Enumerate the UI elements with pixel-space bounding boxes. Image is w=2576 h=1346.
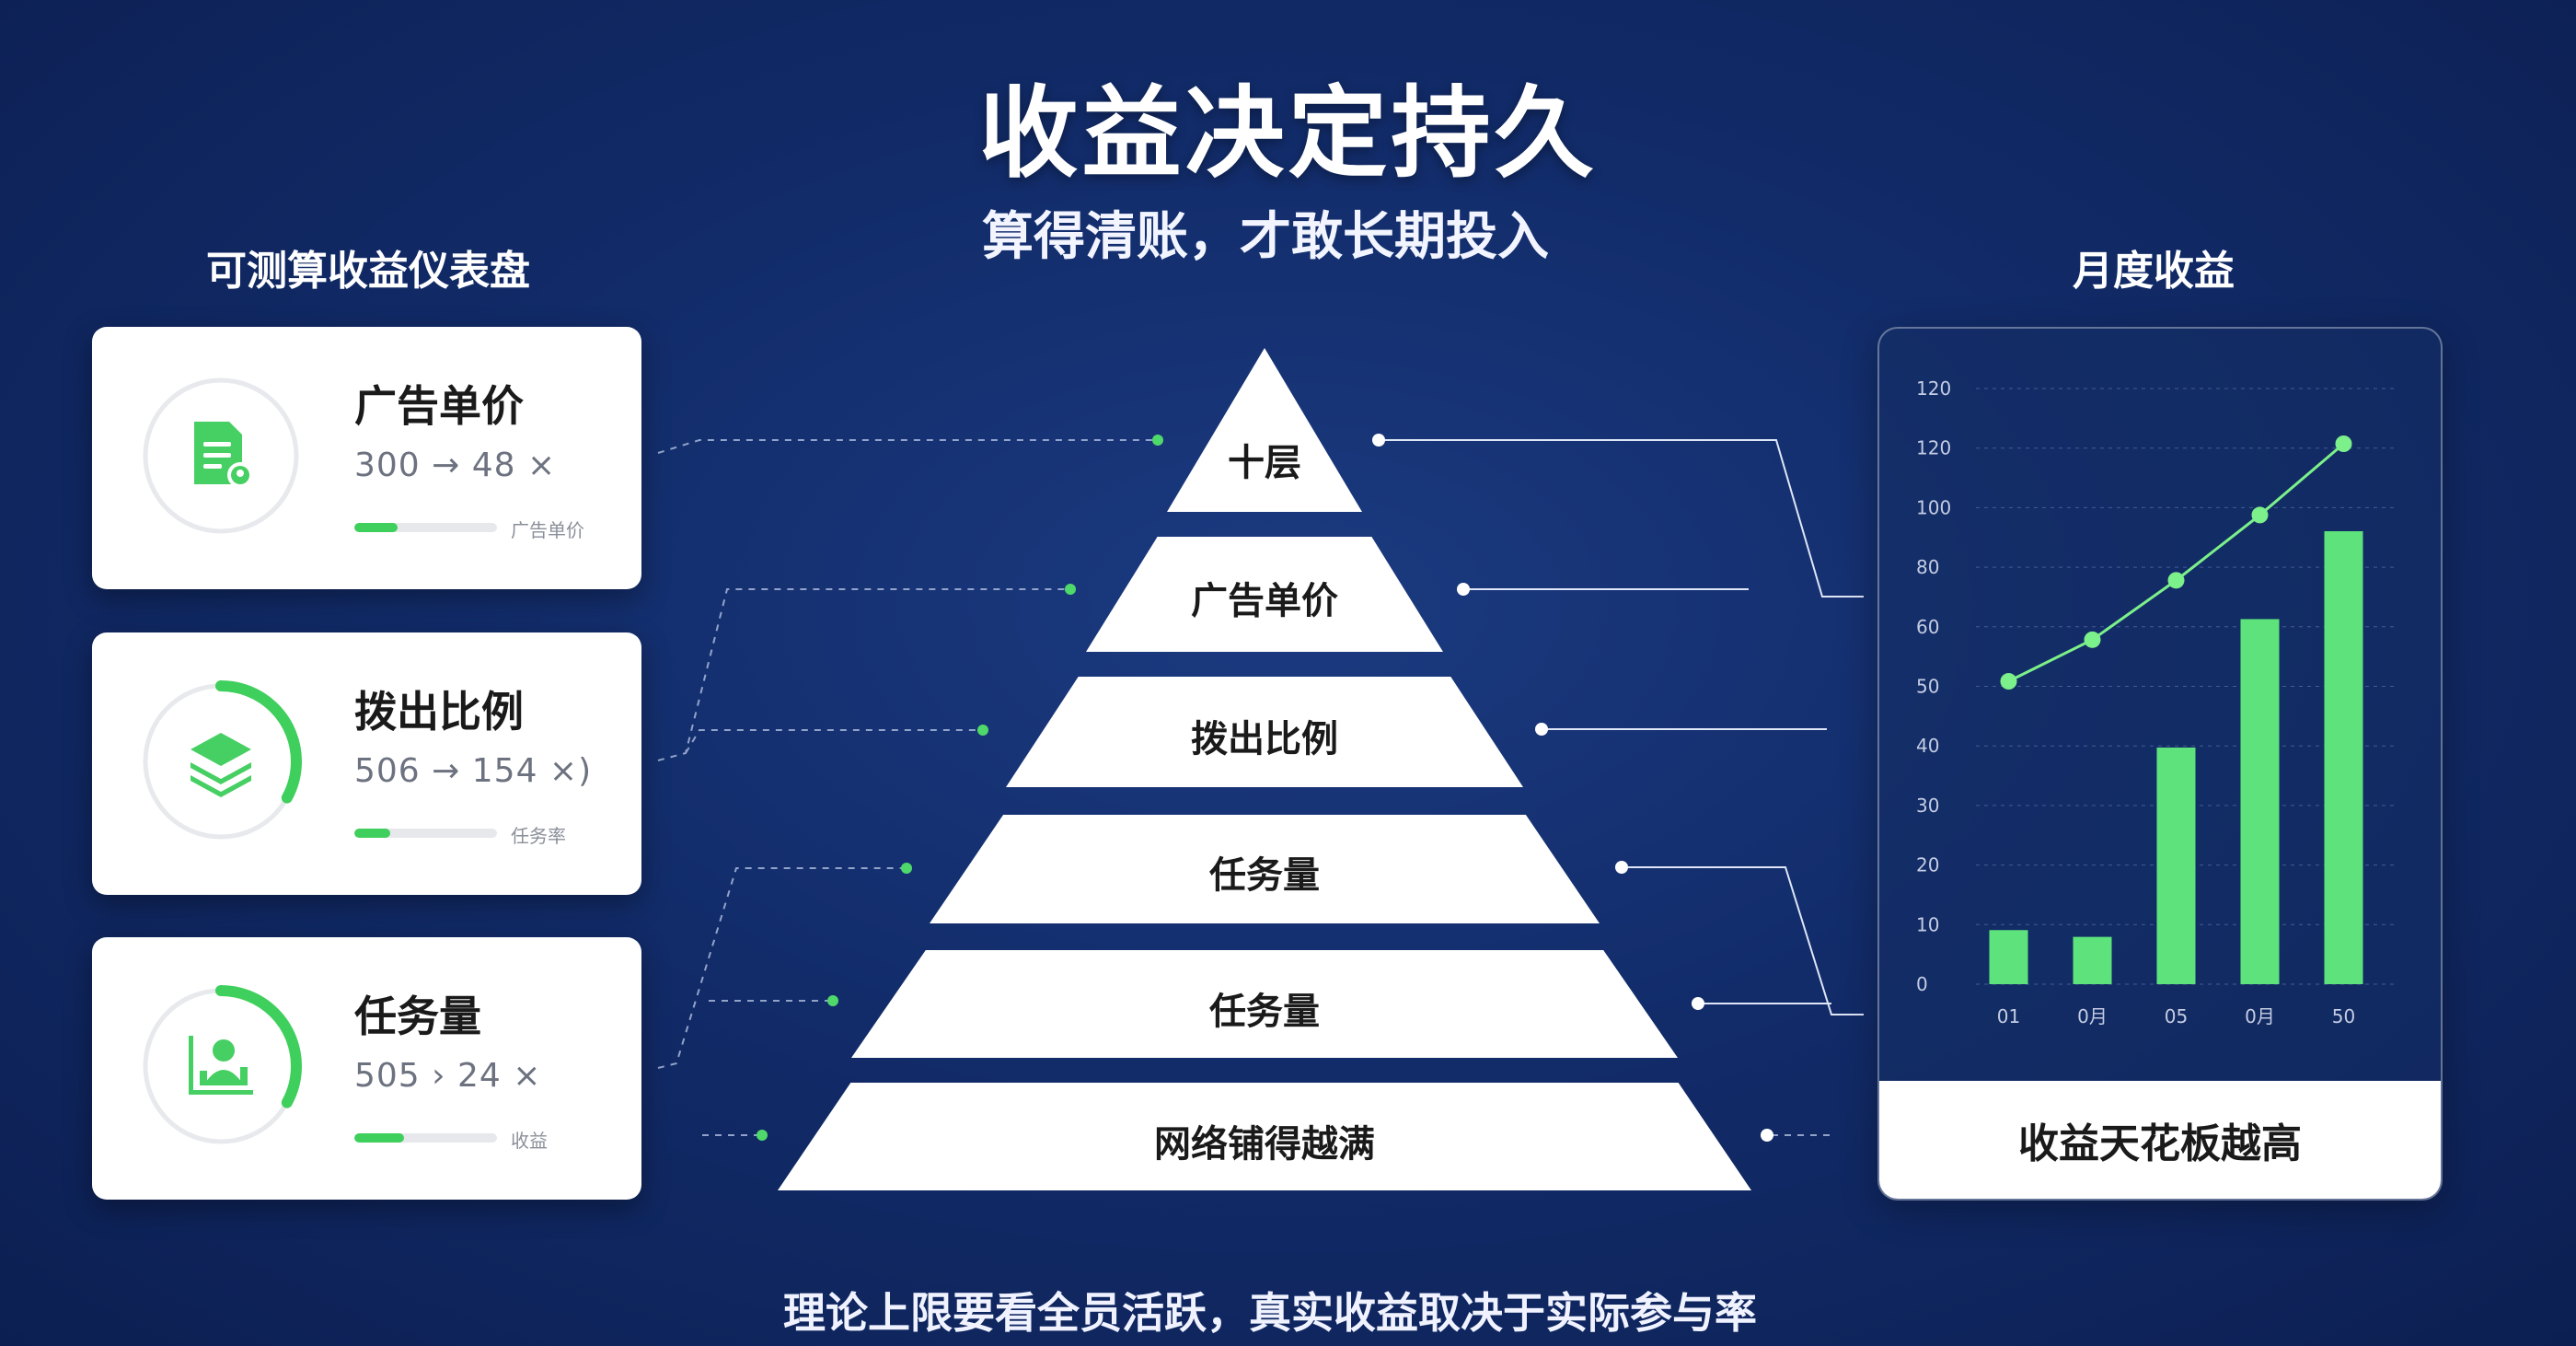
card-title: 广告单价 [354, 381, 524, 431]
y-tick-label: 50 [1916, 676, 1939, 698]
y-tick-label: 100 [1916, 496, 1951, 518]
page-subtitle: 算得清账，才敢长期投入 [982, 207, 1549, 267]
x-tick-label: 05 [2165, 1005, 2188, 1027]
pyramid-layer-label: 十层 [1228, 442, 1301, 484]
card-progress-bar [354, 1133, 497, 1143]
card-caption: 广告单价 [511, 519, 584, 541]
trend-point [2167, 572, 2185, 589]
card-progress-bar [354, 829, 497, 838]
trend-line [2007, 442, 2345, 683]
card-caption: 任务率 [511, 825, 566, 847]
page-title: 收益决定持久 [978, 76, 1598, 191]
layers-icon [191, 733, 251, 797]
pyramid-layer-label: 拨出比例 [1191, 718, 1338, 760]
y-tick-label: 120 [1916, 437, 1951, 459]
pyramid-layer-label: 任务量 [1209, 854, 1320, 897]
progress-ring [140, 985, 302, 1147]
bar [2324, 531, 2363, 984]
y-tick-label: 20 [1916, 854, 1939, 876]
y-tick-label: 10 [1916, 913, 1939, 935]
bar [2156, 747, 2196, 984]
monthly-revenue-chart-panel: 0 10 20 30 40 50 60 80 100 120 120 01 0月 05 0月 50 收益天花板… [1877, 327, 2443, 1201]
y-tick-label: 40 [1916, 735, 1939, 757]
footer-note: 理论上限要看全员活跃，真实收益取决于实际参与率 [783, 1288, 1757, 1338]
monthly-revenue-heading: 月度收益 [2073, 248, 2235, 295]
card-payout-ratio[interactable]: 拨出比例 506 → 154 ×) 任务率 [92, 632, 641, 895]
card-metric: 300 → 48 × [354, 447, 557, 484]
x-tick-label: 50 [2332, 1005, 2355, 1027]
bar [2240, 619, 2280, 984]
monthly-revenue-chart: 0 10 20 30 40 50 60 80 100 120 120 01 0月 05 0月 50 [1916, 377, 2395, 1027]
card-metric: 506 → 154 ×) [354, 752, 593, 790]
document-badge-icon [194, 422, 253, 488]
pyramid-layer-base[interactable] [778, 1083, 1751, 1190]
card-metric: 505 › 24 × [354, 1057, 542, 1095]
pyramid-layer-5[interactable] [851, 950, 1678, 1058]
pyramid-layer-label: 网络铺得越满 [1154, 1123, 1375, 1166]
chart-caption: 收益天花板越高 [1879, 1081, 2441, 1199]
y-tick-label: 0 [1916, 973, 1928, 995]
y-tick-label: 80 [1916, 556, 1939, 578]
person-chart-icon [189, 1036, 253, 1095]
bar [1989, 930, 2028, 984]
dashboard-heading: 可测算收益仪表盘 [206, 248, 530, 295]
trend-point [2000, 673, 2017, 690]
trend-point [2335, 435, 2352, 452]
x-tick-label: 0月 [2077, 1005, 2108, 1027]
pyramid-layer-label: 广告单价 [1191, 580, 1338, 622]
y-tick-label: 30 [1916, 795, 1939, 817]
card-progress-bar [354, 523, 497, 532]
card-caption: 收益 [511, 1130, 548, 1152]
pyramid-layer-3[interactable] [1006, 677, 1523, 787]
x-tick-label: 0月 [2245, 1005, 2275, 1027]
pyramid-layer-label: 任务量 [1209, 991, 1320, 1033]
trend-point [2251, 506, 2269, 524]
y-tick-label: 120 [1916, 377, 1951, 400]
trend-point [2084, 631, 2101, 648]
card-task-volume[interactable]: 任务量 505 › 24 × 收益 [92, 937, 641, 1200]
card-title: 任务量 [354, 992, 481, 1041]
card-title: 拨出比例 [354, 687, 524, 737]
x-tick-label: 01 [1997, 1005, 2020, 1027]
y-tick-label: 60 [1916, 616, 1939, 638]
bar [2073, 936, 2112, 984]
pyramid-layer-4[interactable] [930, 815, 1600, 923]
card-ad-unit-price[interactable]: 广告单价 300 → 48 × 广告单价 [92, 327, 641, 589]
